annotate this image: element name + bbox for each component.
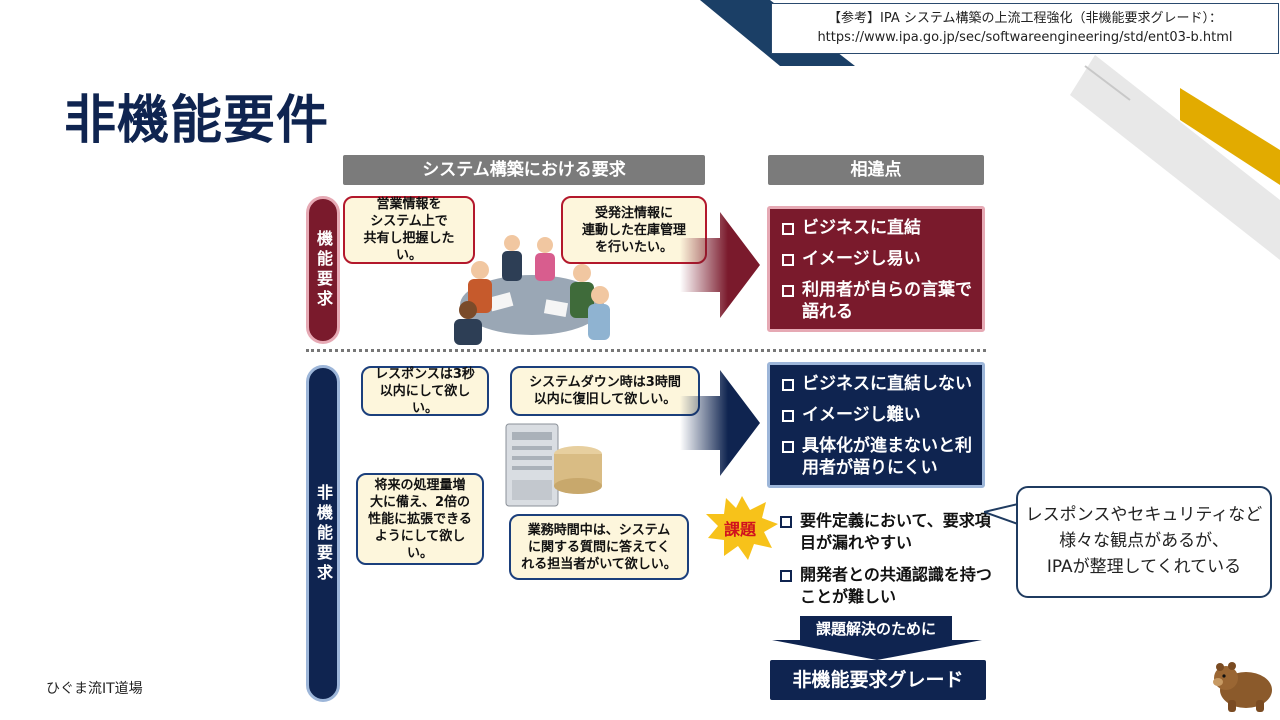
issue-item-1: 要件定義において、要求項目が漏れやすい xyxy=(778,510,998,554)
meeting-illustration xyxy=(454,235,610,345)
nonfunctional-point-3: 具体化が進まないと利用者が語りにくい xyxy=(780,435,972,479)
header-differences: 相違点 xyxy=(768,155,984,185)
functional-point-2: イメージし易い xyxy=(780,248,972,270)
page-title: 非機能要件 xyxy=(64,91,330,151)
nonfunctional-bubble-2: システムダウン時は3時間 以内に復旧して欲しい。 xyxy=(510,366,700,416)
server-illustration xyxy=(505,423,602,507)
ipa-callout: レスポンスやセキュリティなど 様々な観点があるが、 IPAが整理してくれている xyxy=(1016,486,1272,598)
nonfunctional-point-2: イメージし難い xyxy=(780,404,972,426)
grade-button: 非機能要求グレード xyxy=(770,660,986,700)
nonfunctional-bubble-4: 業務時間中は、システム に関する質問に答えてく れる担当者がいて欲しい。 xyxy=(509,514,689,580)
nonfunctional-differences-panel: ビジネスに直結しない イメージし難い 具体化が進まないと利用者が語りにくい xyxy=(767,362,985,488)
functional-point-3: 利用者が自らの言葉で語れる xyxy=(780,279,972,323)
arrow-functional xyxy=(680,212,760,318)
callout-line-2: 様々な観点があるが、 xyxy=(1059,531,1229,551)
solve-arrow xyxy=(772,640,982,660)
functional-label: 機能要求 xyxy=(306,196,340,344)
functional-bubble-1: 営業情報を システム上で 共有し把握したい。 xyxy=(343,196,475,264)
nonfunctional-label: 非機能要求 xyxy=(306,365,340,702)
section-divider xyxy=(306,349,986,352)
nonfunctional-point-1: ビジネスに直結しない xyxy=(780,373,972,395)
issue-list: 要件定義において、要求項目が漏れやすい 開発者との共通認識を持つことが難しい xyxy=(778,510,998,618)
issue-burst-icon xyxy=(706,496,778,560)
arrow-nonfunctional xyxy=(680,370,760,476)
nonfunctional-bubble-3: 将来の処理量増 大に備え、2倍の 性能に拡張できる ようにして欲しい。 xyxy=(356,473,484,565)
callout-line-3: IPAが整理してくれている xyxy=(1046,557,1242,577)
functional-point-1: ビジネスに直結 xyxy=(780,217,972,239)
solve-label: 課題解決のために xyxy=(800,616,952,642)
reference-note: 【参考】IPA システム構築の上流工程強化（非機能要求グレード）： https:… xyxy=(771,3,1279,54)
callout-line-1: レスポンスやセキュリティなど xyxy=(1025,505,1263,525)
footer-brand: ひぐま流IT道場 xyxy=(46,681,143,697)
bear-mascot-icon xyxy=(1213,662,1272,712)
issue-badge: 課題 xyxy=(724,520,757,539)
reference-line-1: 【参考】IPA システム構築の上流工程強化（非機能要求グレード）： xyxy=(828,11,1222,26)
issue-item-2: 開発者との共通認識を持つことが難しい xyxy=(778,564,998,608)
nonfunctional-bubble-1: レスポンスは3秒 以内にして欲しい。 xyxy=(361,366,489,416)
functional-bubble-2: 受発注情報に 連動した在庫管理 を行いたい。 xyxy=(561,196,707,264)
functional-differences-panel: ビジネスに直結 イメージし易い 利用者が自らの言葉で語れる xyxy=(767,206,985,332)
reference-url[interactable]: https://www.ipa.go.jp/sec/softwareengine… xyxy=(817,30,1233,45)
callout-tail xyxy=(984,502,1020,526)
header-requests: システム構築における要求 xyxy=(343,155,705,185)
